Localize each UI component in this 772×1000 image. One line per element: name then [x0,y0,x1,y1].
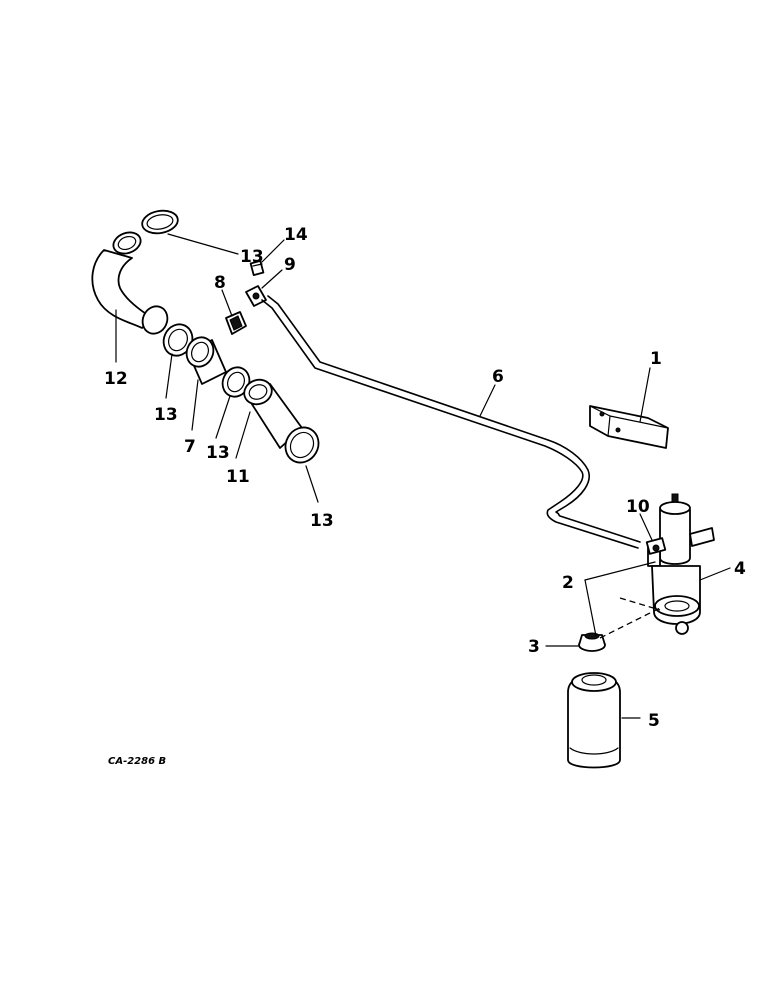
gasket-3 [578,632,606,652]
callout-6: 6 [492,367,504,387]
reducer-hose-11 [243,378,303,449]
bracket-1 [589,405,669,449]
figure-code: CA-2286 B [108,756,166,767]
callout-13-lower: 13 [310,511,334,531]
filter-element-5 [567,672,621,769]
callout-8: 8 [214,273,226,293]
callout-1: 1 [650,349,662,369]
leader-lines [115,233,731,719]
fuel-line-6 [261,295,641,549]
callout-13-center: 13 [206,443,230,463]
callout-5: 5 [648,711,660,731]
clamp-13-top [141,209,179,235]
callouts: 1 2 3 4 5 6 7 8 9 10 11 12 13 13 13 13 1… [104,225,746,731]
fitting-10 [645,537,667,555]
fitting-8 [225,311,247,335]
callout-7: 7 [184,437,196,457]
plug-14 [249,260,265,276]
callout-9: 9 [284,255,296,275]
hose-12 [91,231,169,335]
adapter-7 [185,336,227,385]
callout-13-left: 13 [154,405,178,425]
callout-14: 14 [284,225,308,245]
callout-12: 12 [104,369,128,389]
callout-3: 3 [528,637,540,657]
callout-4: 4 [734,559,746,579]
callout-11: 11 [226,467,250,487]
elbow-9 [245,285,267,307]
filter-base-4 [647,493,715,635]
clamp-13-left [162,323,194,357]
callout-2: 2 [562,573,574,593]
callout-13-top: 13 [240,247,264,267]
alignment-lines [599,597,661,639]
callout-10: 10 [626,497,650,517]
clamp-13-lower [284,426,320,464]
